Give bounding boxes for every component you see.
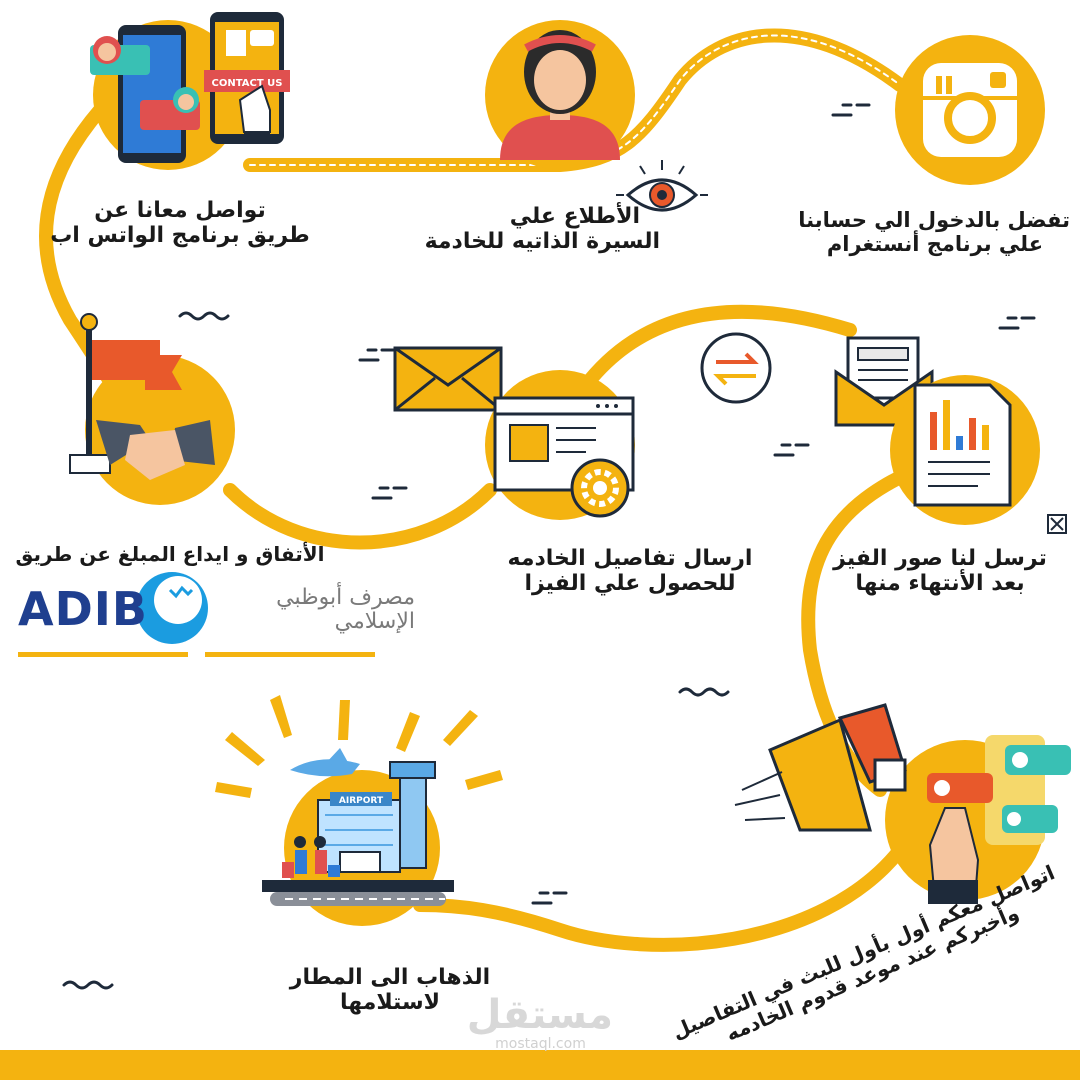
airport-sign-text: AIRPORT bbox=[339, 796, 384, 806]
step-whatsapp-line2: طريق برنامج الواتس اب bbox=[50, 223, 310, 249]
step-payment-label: الأتفاق و ايداع المبلغ عن طريق bbox=[0, 543, 340, 566]
step-visa-details-line2: للحصول علي الفيزا bbox=[524, 571, 736, 597]
step-instagram-label: تفضل بالدخول الي حسابنا علي برنامج أنستغ… bbox=[798, 208, 1070, 257]
step-cv-label: الأطلاع علي السيرة الذاتيه للخادمة bbox=[420, 204, 660, 255]
handshake-flag-icon bbox=[69, 313, 235, 505]
light-rays bbox=[215, 695, 503, 798]
step-visa-photos-line1: ترسل لنا صور الفيز bbox=[833, 546, 1047, 571]
step-instagram-line2: علي برنامج أنستغرام bbox=[826, 232, 1044, 257]
step-airport-line1: الذهاب الى المطار bbox=[289, 965, 491, 990]
step-visa-details-label: ارسال تفاصيل الخادمه للحصول علي الفيزا bbox=[485, 546, 775, 597]
letter-envelope-icon bbox=[834, 336, 934, 427]
step-visa-details-line1: ارسال تفاصيل الخادمه bbox=[507, 546, 753, 571]
document-chart-icon bbox=[890, 375, 1040, 525]
decorative-marks bbox=[62, 103, 1036, 990]
adib-logo-globe bbox=[136, 572, 208, 644]
instagram-icon bbox=[895, 35, 1045, 185]
eye-icon bbox=[616, 160, 708, 212]
road-mid-rise bbox=[583, 304, 857, 387]
step-airport-label: الذهاب الى المطار لاستلامها bbox=[270, 965, 510, 1016]
browser-gear-icon bbox=[485, 370, 635, 520]
woman-avatar-icon bbox=[485, 20, 635, 170]
step-whatsapp-line1: تواصل معانا عن bbox=[94, 198, 266, 223]
close-box-icon bbox=[1047, 514, 1067, 534]
airport-icon: AIRPORT bbox=[262, 748, 454, 926]
envelope-icon bbox=[393, 346, 503, 412]
step-cv-line1: الأطلاع علي bbox=[509, 204, 640, 229]
megaphone-chat-icon bbox=[734, 703, 1071, 904]
bottom-bar bbox=[0, 1050, 1080, 1080]
step-visa-photos-label: ترسل لنا صور الفيز بعد الأنتهاء منها bbox=[815, 546, 1065, 597]
step-airport-line2: لاستلامها bbox=[339, 990, 441, 1016]
contact-us-phone-icon: CONTACT US bbox=[90, 12, 290, 170]
adib-arabic-line2: الإسلامي bbox=[334, 609, 415, 635]
step-instagram-line1: تفضل بالدخول الي حسابنا bbox=[798, 208, 1070, 232]
step-visa-photos-line2: بعد الأنتهاء منها bbox=[855, 571, 1025, 597]
exchange-arrows-icon bbox=[700, 332, 772, 404]
contact-us-text: CONTACT US bbox=[212, 78, 283, 89]
step-payment-line1: الأتفاق و ايداع المبلغ عن طريق bbox=[15, 542, 325, 566]
adib-latin-name: ADIB bbox=[18, 582, 148, 636]
step-cv-line2: السيرة الذاتيه للخادمة bbox=[424, 229, 660, 255]
road-middle bbox=[223, 483, 497, 550]
adib-arabic-line1: مصرف أبوظبي bbox=[276, 585, 415, 610]
road-bottom bbox=[413, 843, 907, 952]
adib-arabic-name: مصرف أبوظبي الإسلامي bbox=[215, 585, 415, 635]
watermark-arabic: مستقل bbox=[466, 992, 613, 1038]
watermark-latin: mostaql.com bbox=[495, 1036, 586, 1052]
bank-underline bbox=[18, 652, 375, 657]
step-whatsapp-label: تواصل معانا عن طريق برنامج الواتس اب bbox=[50, 198, 310, 249]
